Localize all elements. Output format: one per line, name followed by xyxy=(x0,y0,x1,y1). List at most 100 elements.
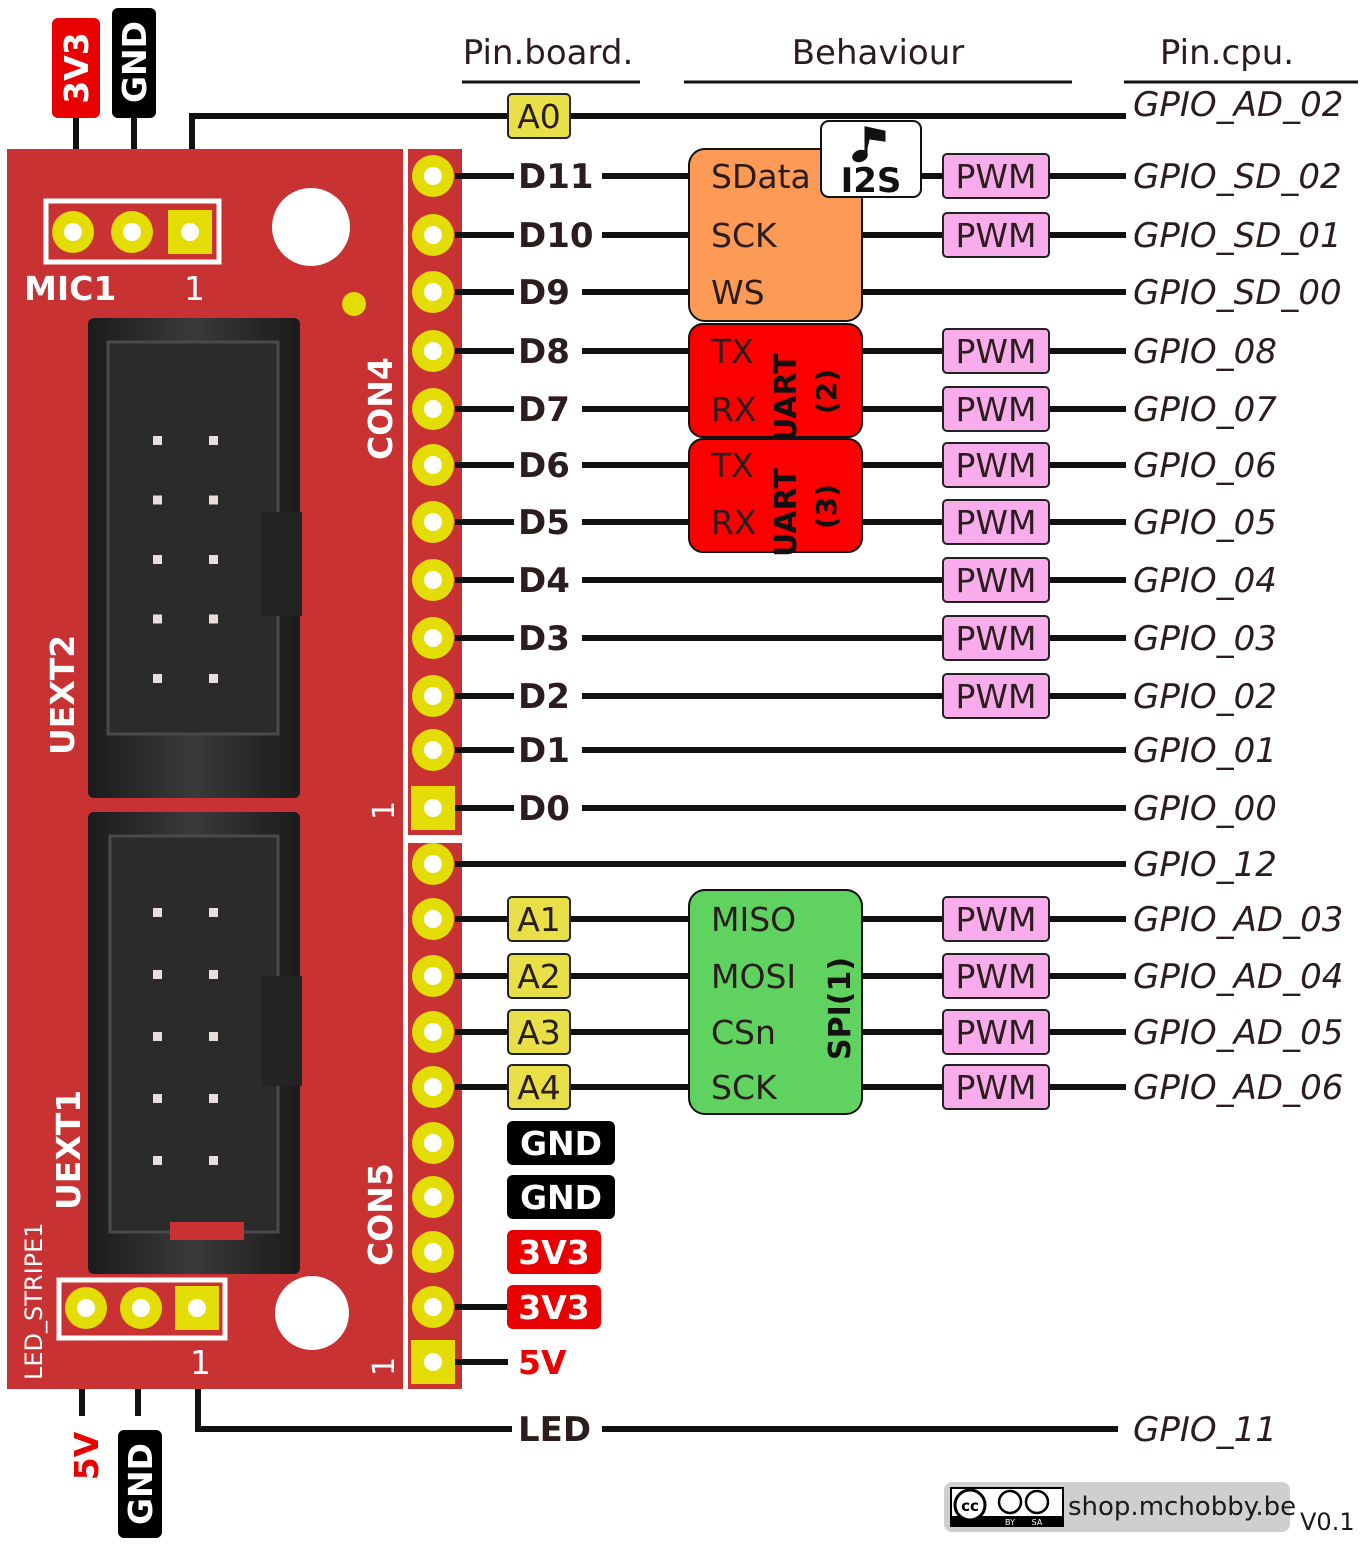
pwm-badge-text: PWM xyxy=(955,1068,1036,1107)
pwm-badge-text: PWM xyxy=(955,216,1036,255)
pwm-badge-text: PWM xyxy=(955,561,1036,600)
pwm-badge-text: PWM xyxy=(955,503,1036,542)
board-pin-label: A1 xyxy=(517,900,561,939)
spi-title: SPI(1) xyxy=(823,957,858,1060)
power-label-3v3-top-text: 3V3 xyxy=(57,32,96,103)
uext-pin xyxy=(209,436,218,445)
cpu-pin-label: GPIO_06 xyxy=(1133,446,1277,486)
i2s-function-label: SData xyxy=(711,157,811,196)
pwm-badge-text: PWM xyxy=(955,446,1036,485)
cpu-pin-label: GPIO_AD_04 xyxy=(1133,957,1343,997)
uext-pin xyxy=(209,1032,218,1041)
uext-pin xyxy=(209,615,218,624)
board-pin-label: A2 xyxy=(517,957,561,996)
uext-pin xyxy=(209,1094,218,1103)
pad-hole xyxy=(181,223,199,241)
uext2-connector xyxy=(88,318,302,798)
uext-pin xyxy=(153,1094,162,1103)
pad-hole xyxy=(123,223,141,241)
cpu-pin-label: GPIO_12 xyxy=(1133,845,1277,885)
cpu-pin-label: GPIO_08 xyxy=(1133,332,1277,372)
pad-hole xyxy=(424,1298,442,1316)
pad-hole xyxy=(424,799,442,817)
uart3-function-label: TX xyxy=(710,446,754,485)
pad-hole xyxy=(424,910,442,928)
board-pin-label: D6 xyxy=(518,446,570,486)
by-icon xyxy=(999,1491,1021,1513)
con4-label: CON4 xyxy=(361,357,400,460)
cpu-pin-label: GPIO_04 xyxy=(1133,561,1277,601)
pad-hole xyxy=(424,1078,442,1096)
pwm-badge-text: PWM xyxy=(955,157,1036,196)
uart3-title: UART xyxy=(769,468,804,557)
pad-hole xyxy=(424,1134,442,1152)
pad-hole xyxy=(424,513,442,531)
spi-function-label: SCK xyxy=(711,1068,778,1107)
uext-pin xyxy=(209,555,218,564)
pad-hole xyxy=(424,967,442,985)
uext-pin xyxy=(209,970,218,979)
uext-pin xyxy=(153,555,162,564)
led-pads xyxy=(65,1286,219,1330)
power-label-5v-bottom-text: 5V xyxy=(67,1431,106,1480)
pad-hole xyxy=(188,1299,206,1317)
con5-label: CON5 xyxy=(361,1163,400,1266)
uext-pin xyxy=(153,1156,162,1165)
board-pin-label: A0 xyxy=(517,97,561,136)
led-dot xyxy=(342,292,366,316)
power-label-gnd-top-text: GND xyxy=(115,21,154,103)
cpu-pin-label: GPIO_02 xyxy=(1133,677,1277,717)
uart2-title: UART xyxy=(769,353,804,442)
header-behaviour: Behaviour xyxy=(792,33,965,73)
board-pin-label: D8 xyxy=(518,332,570,372)
pad-hole xyxy=(424,283,442,301)
pad-hole xyxy=(424,687,442,705)
by-text: BY xyxy=(1005,1518,1015,1527)
cpu-pin-label: GPIO_05 xyxy=(1133,503,1277,543)
board-pin-label: LED xyxy=(518,1410,591,1450)
pad-hole xyxy=(424,456,442,474)
mounting-hole xyxy=(272,188,350,266)
uext-pin xyxy=(153,496,162,505)
cpu-pin-label: GPIO_03 xyxy=(1133,619,1277,659)
board-pin-label: 3V3 xyxy=(518,1288,589,1327)
board-pin-label: D7 xyxy=(518,390,570,430)
cpu-pin-label: GPIO_07 xyxy=(1133,390,1277,430)
shop-link[interactable]: shop.mchobby.be xyxy=(1068,1492,1296,1522)
board-pin-label: A4 xyxy=(517,1068,561,1107)
pad-hole xyxy=(424,629,442,647)
board-pin-label: D9 xyxy=(518,273,570,313)
pwm-badge-text: PWM xyxy=(955,957,1036,996)
pad-hole xyxy=(424,741,442,759)
pad-hole xyxy=(424,1188,442,1206)
uext-pin xyxy=(153,615,162,624)
board-pin-label: GND xyxy=(520,1178,602,1217)
pad-hole xyxy=(424,1023,442,1041)
board-pin-label: 5V xyxy=(518,1343,567,1382)
uext-pin xyxy=(209,496,218,505)
mic-label: MIC1 xyxy=(24,269,116,308)
pwm-badge-text: PWM xyxy=(955,900,1036,939)
pad-hole xyxy=(64,223,82,241)
mic-pin1-label: 1 xyxy=(184,269,205,308)
uext-pin xyxy=(153,436,162,445)
uart2-number: (2) xyxy=(810,369,843,414)
version-label: V0.1 xyxy=(1300,1508,1355,1536)
header-pin-cpu: Pin.cpu. xyxy=(1160,33,1294,73)
board-pin-label: GND xyxy=(520,1124,602,1163)
pad-hole xyxy=(424,167,442,185)
spi-function-label: CSn xyxy=(711,1013,776,1052)
led-pin1-label: 1 xyxy=(190,1343,211,1382)
uart3-function-label: RX xyxy=(711,503,757,542)
cpu-pin-label: GPIO_01 xyxy=(1133,731,1277,771)
cpu-pin-label: GPIO_SD_01 xyxy=(1133,216,1342,256)
con4-pin1-label: 1 xyxy=(367,801,402,820)
power-label-gnd-bottom-text: GND xyxy=(121,1443,160,1525)
pad-hole xyxy=(424,855,442,873)
pwm-badge-text: PWM xyxy=(955,390,1036,429)
led-stripe-label: LED_STRIPE1 xyxy=(20,1222,48,1380)
uart2-function-label: RX xyxy=(711,390,757,429)
pin-rows: A0GPIO_AD_02PWMD11GPIO_SD_02PWMD10GPIO_S… xyxy=(411,85,1343,1450)
spi-function-label: MOSI xyxy=(711,957,796,996)
